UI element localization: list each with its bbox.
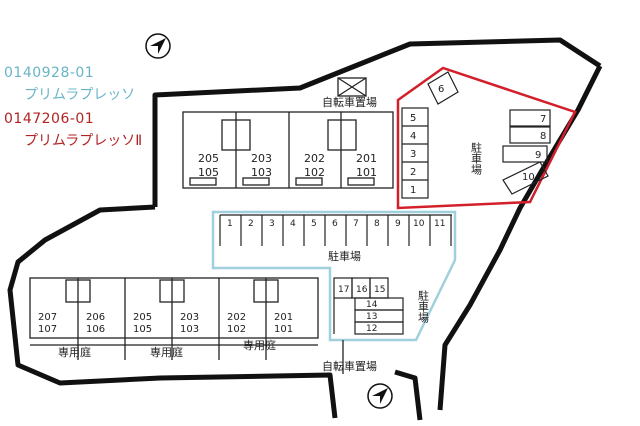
red-stall-number: 5 xyxy=(410,113,416,124)
bottom-room-upper: 201 xyxy=(274,312,293,323)
blue-stall-number: 12 xyxy=(366,324,377,334)
red-stall-number: 3 xyxy=(410,149,416,160)
private-garden-label-1: 専用庭 xyxy=(58,345,91,359)
bottom-room-lower: 101 xyxy=(274,324,293,335)
red-parking-label: 駐車場 xyxy=(470,141,483,176)
blue-stall-number: 16 xyxy=(356,285,368,295)
red-parking-right-stalls xyxy=(427,71,551,195)
blue-stall-number: 4 xyxy=(290,219,296,229)
blue-stall-number: 11 xyxy=(434,219,445,229)
private-garden-label-3: 専用庭 xyxy=(243,338,276,352)
bottom-room-lower: 102 xyxy=(227,324,246,335)
bottom-room-upper: 206 xyxy=(86,312,105,323)
blue-stall-number: 9 xyxy=(395,219,401,229)
blue-stall-number: 2 xyxy=(248,219,254,229)
bottom-room-upper: 207 xyxy=(38,312,57,323)
bicycle-parking-bottom-label: 自転車置場 xyxy=(322,359,377,373)
blue-parking-zone xyxy=(211,210,457,342)
private-garden-label-2: 専用庭 xyxy=(150,345,183,359)
blue-stall-number: 8 xyxy=(374,219,380,229)
bottom-room-lower: 106 xyxy=(86,324,105,335)
blue-parking-row-stalls xyxy=(219,214,452,246)
property1-code: 0140928-01 xyxy=(4,65,95,81)
property2-name: プリムラプレッソⅡ xyxy=(24,133,143,149)
top-room-lower: 101 xyxy=(356,166,377,179)
red-stall-number: 6 xyxy=(438,84,444,95)
top-room-upper: 201 xyxy=(356,152,377,165)
bicycle-parking-top-box xyxy=(337,77,367,97)
bottom-room-lower: 107 xyxy=(38,324,57,335)
north-arrow-icon xyxy=(145,33,171,59)
red-stall-number: 7 xyxy=(540,114,546,125)
blue-stall-number: 6 xyxy=(332,219,338,229)
red-parking-left-stalls xyxy=(401,107,429,199)
blue-stall-number: 7 xyxy=(353,219,359,229)
bottom-room-upper: 202 xyxy=(227,312,246,323)
red-parking-zone xyxy=(396,66,577,210)
red-stall-number: 1 xyxy=(410,185,416,196)
blue-stall-number: 5 xyxy=(311,219,317,229)
property1-name: プリムラプレッソ xyxy=(24,87,136,103)
blue-parking-side-label: 駐車場 xyxy=(417,289,430,324)
site-boundary xyxy=(7,37,603,421)
top-room-lower: 103 xyxy=(251,166,272,179)
property2-code: 0147206-01 xyxy=(4,111,95,127)
blue-stall-number: 14 xyxy=(366,300,378,310)
top-room-lower: 105 xyxy=(198,166,219,179)
blue-stall-number: 3 xyxy=(269,219,275,229)
bottom-room-lower: 103 xyxy=(180,324,199,335)
bottom-room-upper: 203 xyxy=(180,312,199,323)
top-room-upper: 203 xyxy=(251,152,272,165)
red-stall-number: 8 xyxy=(540,131,546,142)
blue-parking-inner-stalls xyxy=(333,277,404,335)
blue-stall-number: 1 xyxy=(227,219,233,229)
blue-stall-number: 17 xyxy=(338,285,349,295)
red-stall-number: 10 xyxy=(522,172,535,183)
top-room-upper: 202 xyxy=(304,152,325,165)
bottom-room-lower: 105 xyxy=(133,324,152,335)
top-room-lower: 102 xyxy=(304,166,325,179)
red-stall-number: 9 xyxy=(535,150,541,161)
blue-stall-number: 13 xyxy=(366,312,377,322)
red-stall-number: 2 xyxy=(410,167,416,178)
bottom-building xyxy=(29,277,319,360)
blue-parking-main-label: 駐車場 xyxy=(328,249,361,263)
bicycle-parking-top-label: 自転車置場 xyxy=(322,95,377,109)
north-arrow-icon xyxy=(367,383,393,409)
top-building xyxy=(182,111,394,189)
bottom-room-upper: 205 xyxy=(133,312,152,323)
top-room-upper: 205 xyxy=(198,152,219,165)
blue-stall-number: 15 xyxy=(374,285,385,295)
red-stall-number: 4 xyxy=(410,131,416,142)
blue-stall-number: 10 xyxy=(413,219,425,229)
